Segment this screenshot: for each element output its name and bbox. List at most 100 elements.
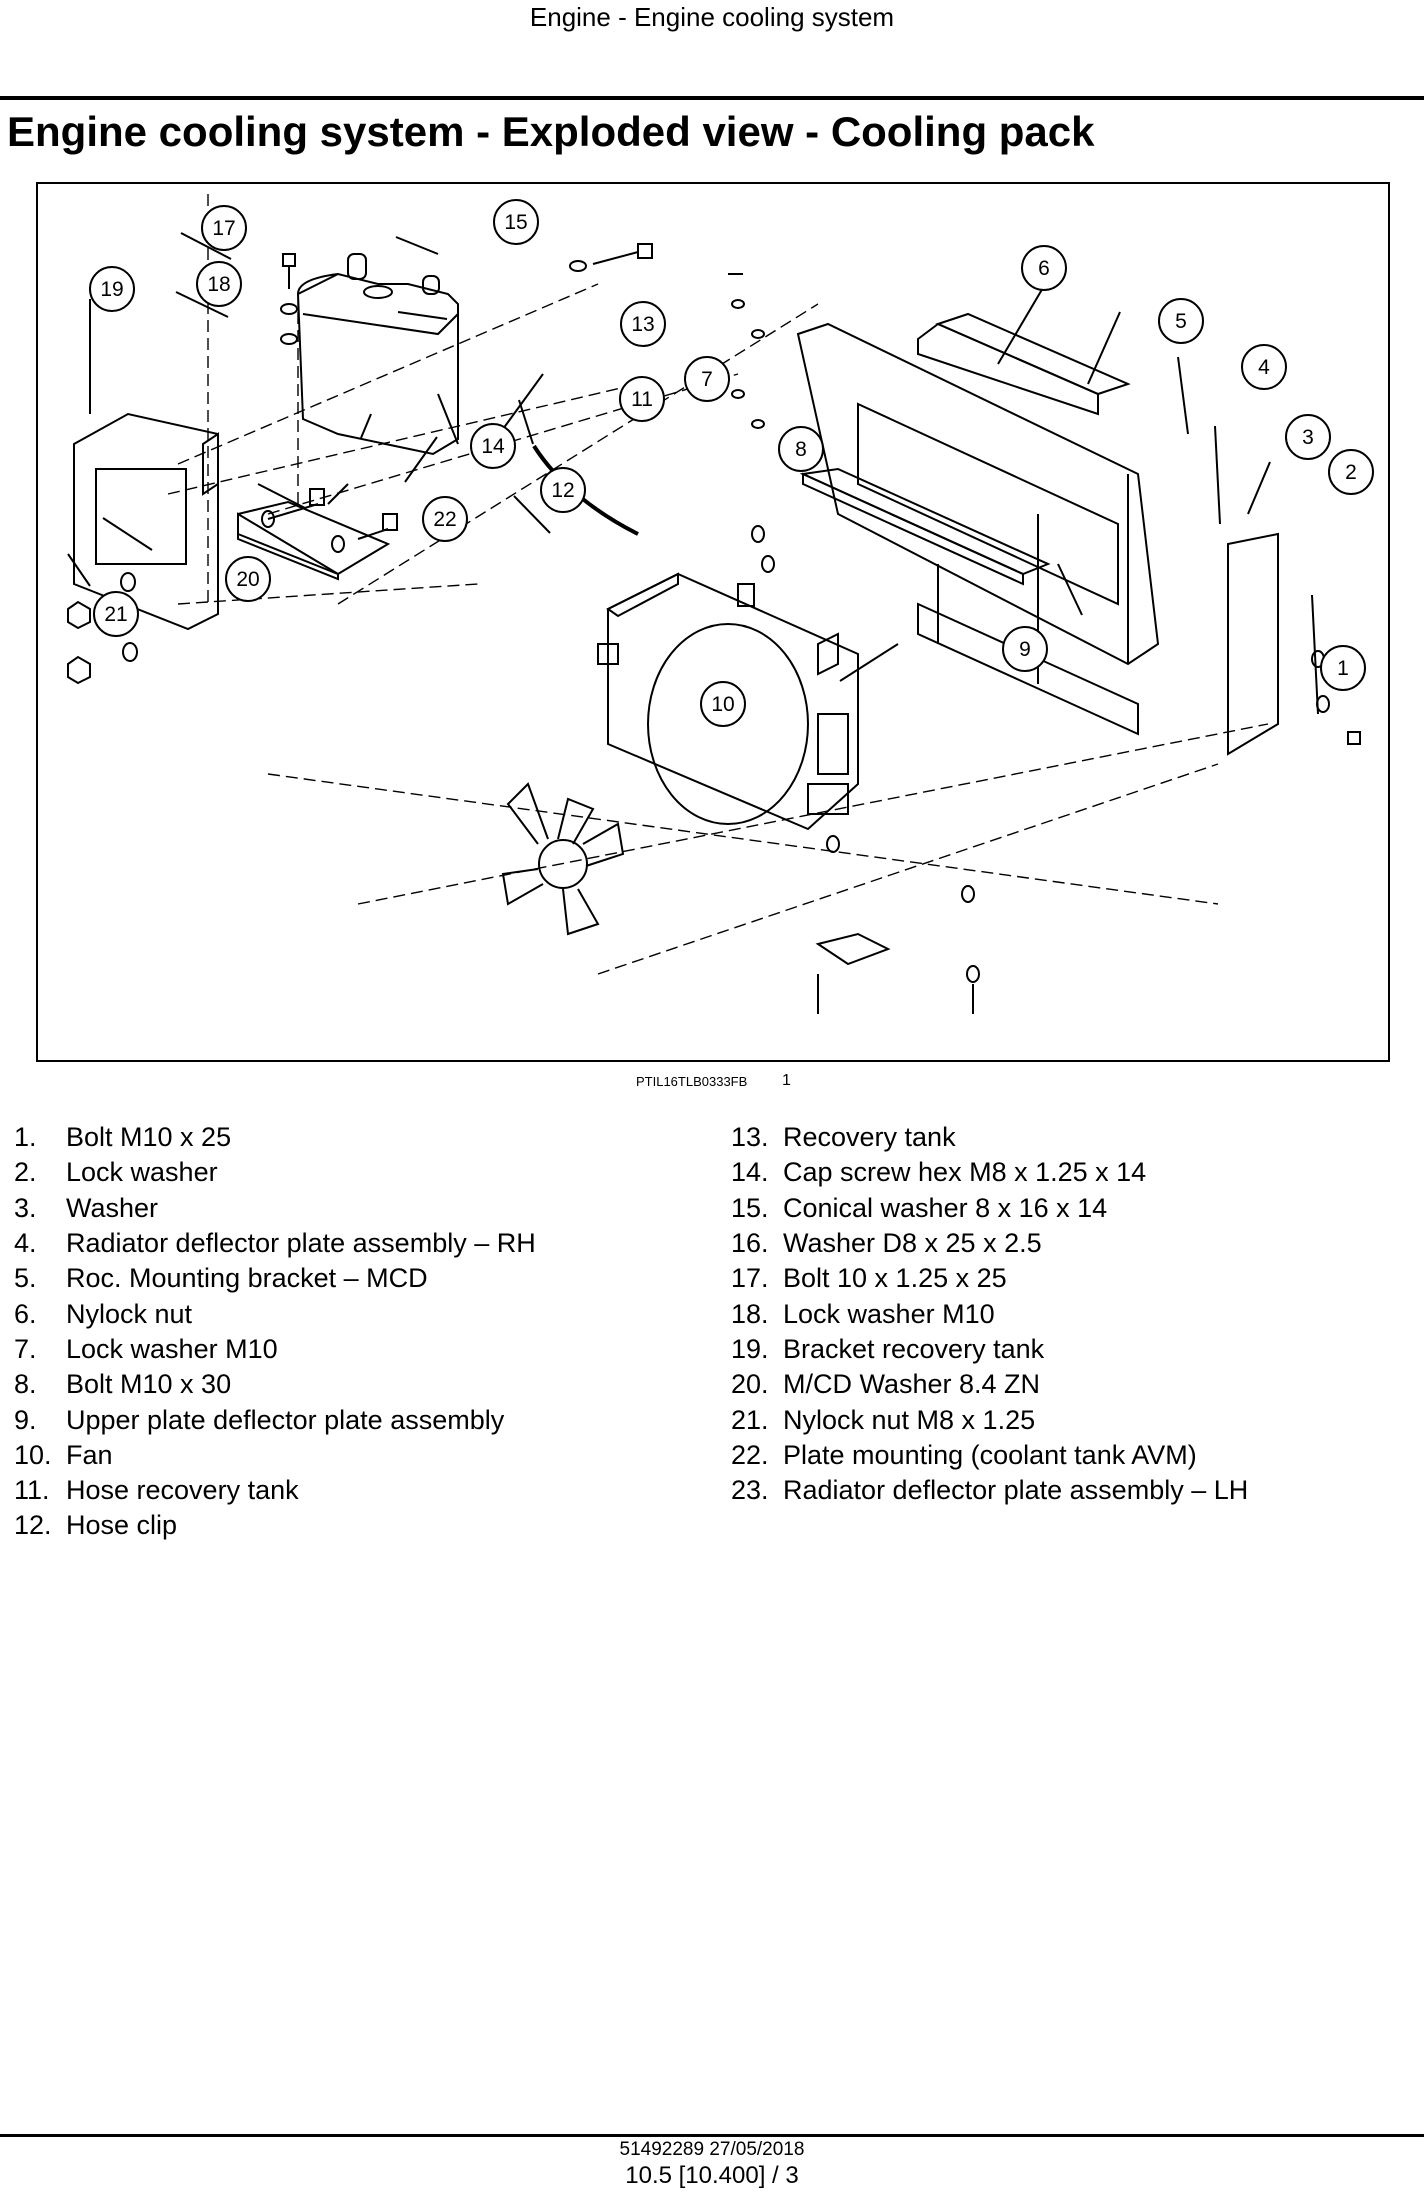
svg-text:7: 7: [701, 368, 713, 391]
parts-list-right: 13. Recovery tank 14.Cap screw hex M8 x 1…: [731, 1120, 1411, 1508]
footer-rule: [0, 2134, 1424, 2137]
part-item: 4.Radiator deflector plate assembly – RH: [14, 1226, 704, 1261]
part-label: Bracket recovery tank: [783, 1333, 1045, 1364]
part-label: Bolt M10 x 25: [66, 1122, 232, 1153]
svg-text:15: 15: [504, 211, 527, 234]
callout-3: 3: [1285, 414, 1331, 460]
parts-list-left: 1. Bolt M10 x 25 2. Lock washer 3.Washer 4…: [14, 1120, 704, 1544]
svg-text:13: 13: [631, 313, 654, 336]
tank-fasteners: [261, 243, 653, 553]
part-label: Roc. Mounting bracket – MCD: [66, 1263, 428, 1294]
part-label: Recovery tank: [783, 1122, 956, 1153]
deflector-plate-rh: [1227, 532, 1279, 756]
callout-22: 22: [422, 496, 468, 542]
part-number: 16.: [731, 1228, 769, 1259]
part-label: Bolt 10 x 1.25 x 25: [783, 1263, 1007, 1294]
running-header: Engine - Engine cooling system: [529, 2, 895, 32]
part-label: Fan: [66, 1439, 113, 1470]
svg-text:11: 11: [631, 388, 653, 411]
header-rule: [0, 96, 1424, 100]
callout-6: 6: [1021, 245, 1067, 291]
part-number: 4.: [14, 1228, 37, 1259]
part-item: 19.Bracket recovery tank: [731, 1332, 1411, 1367]
assembly-guide-lines: [167, 194, 1269, 975]
exploded-view-drawing: 17 15 19 18 13 11 7 14 8 12 22 20 21 6 5…: [67, 194, 1374, 1014]
svg-text:22: 22: [433, 508, 456, 531]
part-number: 22.: [731, 1439, 769, 1470]
fan: [501, 782, 625, 936]
part-item: 14.Cap screw hex M8 x 1.25 x 14: [731, 1155, 1411, 1190]
part-number: 18.: [731, 1298, 769, 1329]
part-number: 17.: [731, 1263, 769, 1294]
svg-text:18: 18: [207, 273, 230, 296]
callout-19: 19: [89, 266, 135, 312]
svg-text:5: 5: [1175, 310, 1187, 333]
svg-text:3: 3: [1302, 426, 1314, 449]
part-item: 2. Lock washer: [14, 1155, 704, 1190]
callout-14: 14: [470, 423, 516, 469]
part-number: 15.: [731, 1192, 769, 1223]
part-number: 1.: [14, 1122, 37, 1153]
part-label: Hose recovery tank: [66, 1475, 299, 1506]
part-item: 23. Radiator deflector plate assembly – L…: [731, 1473, 1411, 1508]
part-label: Hose clip: [66, 1510, 178, 1541]
part-label: Upper plate deflector plate assembly: [66, 1404, 505, 1435]
part-label: Conical washer 8 x 16 x 14: [783, 1192, 1108, 1223]
part-label: Lock washer M10: [783, 1298, 995, 1329]
part-label: Lock washer: [66, 1157, 218, 1188]
part-number: 23.: [731, 1475, 769, 1506]
part-item: 20.M/CD Washer 8.4 ZN: [731, 1367, 1411, 1402]
leader-lines: [67, 232, 1319, 715]
svg-text:20: 20: [236, 568, 259, 591]
part-item: 15. Conical washer 8 x 16 x 14: [731, 1191, 1411, 1226]
part-number: 10.: [14, 1439, 52, 1470]
part-number: 11.: [14, 1475, 50, 1506]
svg-text:6: 6: [1038, 257, 1050, 280]
part-item: 11. Hose recovery tank: [14, 1473, 704, 1508]
svg-text:12: 12: [551, 479, 574, 502]
part-number: 13.: [731, 1122, 769, 1153]
part-label: Nylock nut M8 x 1.25: [783, 1404, 1036, 1435]
part-number: 7.: [14, 1333, 37, 1364]
figure-number: 1: [782, 1072, 791, 1089]
svg-text:21: 21: [104, 603, 127, 626]
part-item: 3.Washer: [14, 1191, 704, 1226]
part-number: 12.: [14, 1510, 52, 1541]
part-label: Radiator deflector plate assembly – LH: [783, 1475, 1249, 1506]
callout-2: 2: [1328, 449, 1374, 495]
part-item: 16.Washer D8 x 25 x 2.5: [731, 1226, 1411, 1261]
part-item: 7.Lock washer M10: [14, 1332, 704, 1367]
recovery-tank: [296, 253, 459, 456]
callout-18: 18: [196, 261, 242, 307]
svg-text:1: 1: [1337, 657, 1349, 680]
callout-21: 21: [93, 591, 139, 637]
svg-text:4: 4: [1258, 356, 1270, 379]
bracket-recovery-tank: [73, 412, 219, 631]
left-fasteners: [67, 572, 138, 685]
svg-text:10: 10: [711, 693, 734, 716]
part-item: 6.Nylock nut: [14, 1296, 704, 1331]
part-number: 9.: [14, 1404, 37, 1435]
figure-reference-code: PTIL16TLB0333FB: [636, 1074, 748, 1089]
part-item: 12. Hose clip: [14, 1508, 704, 1543]
page-title: Engine cooling system - Exploded view - …: [7, 108, 1095, 155]
callout-7: 7: [684, 356, 730, 402]
callout-15: 15: [493, 199, 539, 245]
part-number: 3.: [14, 1192, 37, 1223]
svg-text:19: 19: [100, 278, 123, 301]
part-label: Nylock nut: [66, 1298, 193, 1329]
footer-document-code: 51492289 27/05/2018: [619, 2139, 805, 2160]
footer-page-number: 10.5 [10.400] / 3: [625, 2162, 799, 2189]
part-number: 2.: [14, 1157, 37, 1188]
svg-text:2: 2: [1345, 461, 1357, 484]
part-item: 9. Upper plate deflector plate assembly: [14, 1402, 704, 1437]
callout-markers: 17 15 19 18 13 11 7 14 8 12 22 20 21 6 5…: [89, 199, 1374, 727]
part-label: Bolt M10 x 30: [66, 1369, 232, 1400]
callout-11: 11: [619, 376, 665, 422]
part-label: Plate mounting (coolant tank AVM): [783, 1439, 1197, 1470]
callout-9: 9: [1002, 626, 1048, 672]
part-item: 13. Recovery tank: [731, 1120, 1411, 1155]
part-item: 22. Plate mounting (coolant tank AVM): [731, 1438, 1411, 1473]
part-number: 5.: [14, 1263, 37, 1294]
part-item: 5. Roc. Mounting bracket – MCD: [14, 1261, 704, 1296]
